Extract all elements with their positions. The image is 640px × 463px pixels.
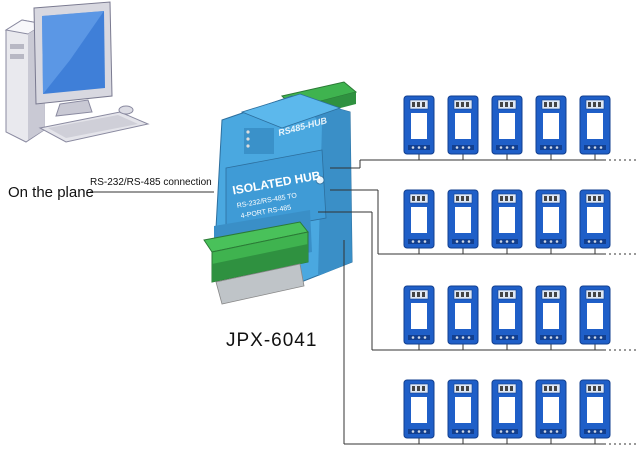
field-device-icon (535, 189, 567, 249)
field-device-icon (403, 189, 435, 249)
field-device-icon (447, 189, 479, 249)
bottom-terminal-block (203, 221, 309, 283)
field-device-icon (535, 95, 567, 155)
field-device-grid (403, 95, 611, 439)
field-device-icon (447, 285, 479, 345)
model-label: JPX-6041 (226, 330, 318, 351)
field-device-icon (491, 285, 523, 345)
field-device-icon (579, 189, 611, 249)
isolated-hub-icon (203, 81, 358, 305)
connection-label: RS-232/RS-485 connection (90, 177, 212, 188)
field-device-icon (579, 285, 611, 345)
field-device-icon (403, 285, 435, 345)
field-device-icon (535, 285, 567, 345)
field-device-icon (491, 189, 523, 249)
field-device-icon (403, 379, 435, 439)
desktop-computer-icon (4, 1, 150, 143)
field-device-icon (403, 95, 435, 155)
field-device-icon (491, 379, 523, 439)
field-device-icon (579, 95, 611, 155)
field-device-icon (447, 95, 479, 155)
computer-caption: On the plane (8, 184, 94, 201)
bus-wires (318, 154, 636, 445)
field-device-icon (491, 95, 523, 155)
field-device-icon (447, 379, 479, 439)
field-device-icon (535, 379, 567, 439)
field-device-icon (579, 379, 611, 439)
